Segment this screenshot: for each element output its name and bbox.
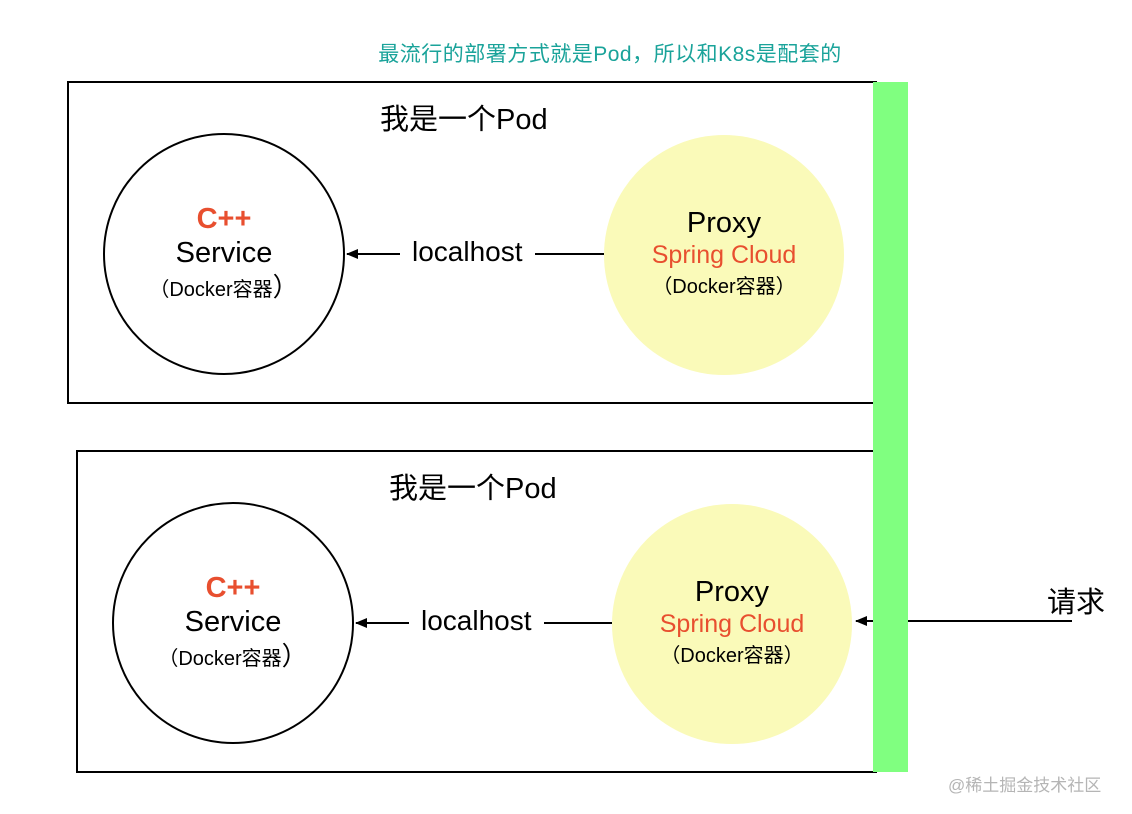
localhost-label-1: localhost	[400, 236, 535, 268]
localhost-label-2: localhost	[409, 605, 544, 637]
service-lang-1: C++	[196, 202, 252, 235]
proxy-node-2: Proxy Spring Cloud （Docker容器）	[612, 504, 852, 744]
service-name-1: Service	[175, 236, 273, 269]
diagram-caption: 最流行的部署方式就是Pod，所以和K8s是配套的	[378, 43, 842, 66]
request-label: 请求	[1047, 587, 1106, 619]
service-container-2: （Docker容器）	[158, 640, 308, 671]
proxy-container-1: （Docker容器）	[652, 276, 796, 298]
service-node-1: C++ Service （Docker容器）	[103, 133, 345, 375]
gateway-bar	[873, 82, 908, 772]
proxy-container-2: （Docker容器）	[660, 645, 804, 667]
service-container-1: （Docker容器）	[149, 271, 299, 302]
pod-title-2: 我是一个Pod	[389, 473, 557, 505]
service-lang-2: C++	[205, 571, 261, 604]
proxy-framework-1: Spring Cloud	[651, 241, 797, 269]
proxy-framework-2: Spring Cloud	[659, 610, 805, 638]
watermark: @稀土掘金技术社区	[948, 776, 1102, 795]
service-name-2: Service	[184, 605, 282, 638]
pod-title-1: 我是一个Pod	[380, 104, 548, 136]
service-node-2: C++ Service （Docker容器）	[112, 502, 354, 744]
proxy-name-1: Proxy	[686, 207, 762, 239]
proxy-name-2: Proxy	[694, 576, 770, 608]
proxy-node-1: Proxy Spring Cloud （Docker容器）	[604, 135, 844, 375]
